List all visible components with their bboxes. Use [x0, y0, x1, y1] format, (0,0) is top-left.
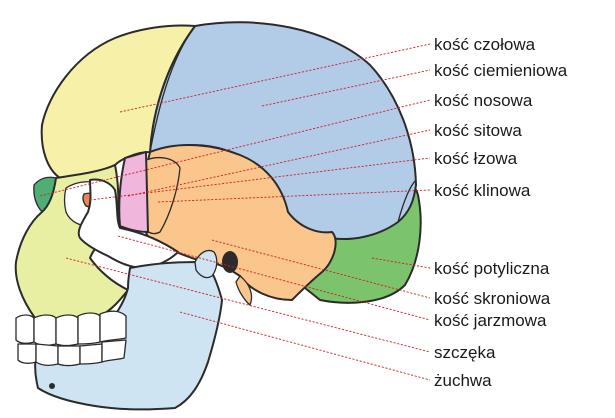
label-sphenoid: kość klinowa	[434, 181, 531, 200]
teeth	[16, 311, 126, 365]
ear-canal	[222, 251, 238, 273]
label-ethmoid: kość sitowa	[434, 121, 522, 140]
mental-foramen	[49, 383, 55, 389]
label-lacrimal: kość łzowa	[434, 149, 518, 168]
label-zygomatic: kość jarzmowa	[434, 311, 547, 330]
label-nasal: kość nosowa	[434, 91, 533, 110]
label-parietal: kość ciemieniowa	[434, 61, 568, 80]
label-frontal: kość czołowa	[434, 35, 536, 54]
leader-mandible	[180, 312, 430, 380]
label-temporal: kość skroniowa	[434, 289, 551, 308]
label-list: kość czołowa kość ciemieniowa kość nosow…	[434, 35, 568, 390]
label-maxilla: szczęka	[434, 343, 496, 362]
label-occipital: kość potyliczna	[434, 259, 550, 278]
ethmoid-bone	[119, 152, 148, 232]
label-mandible: żuchwa	[434, 371, 492, 390]
skull-bones	[16, 22, 421, 409]
